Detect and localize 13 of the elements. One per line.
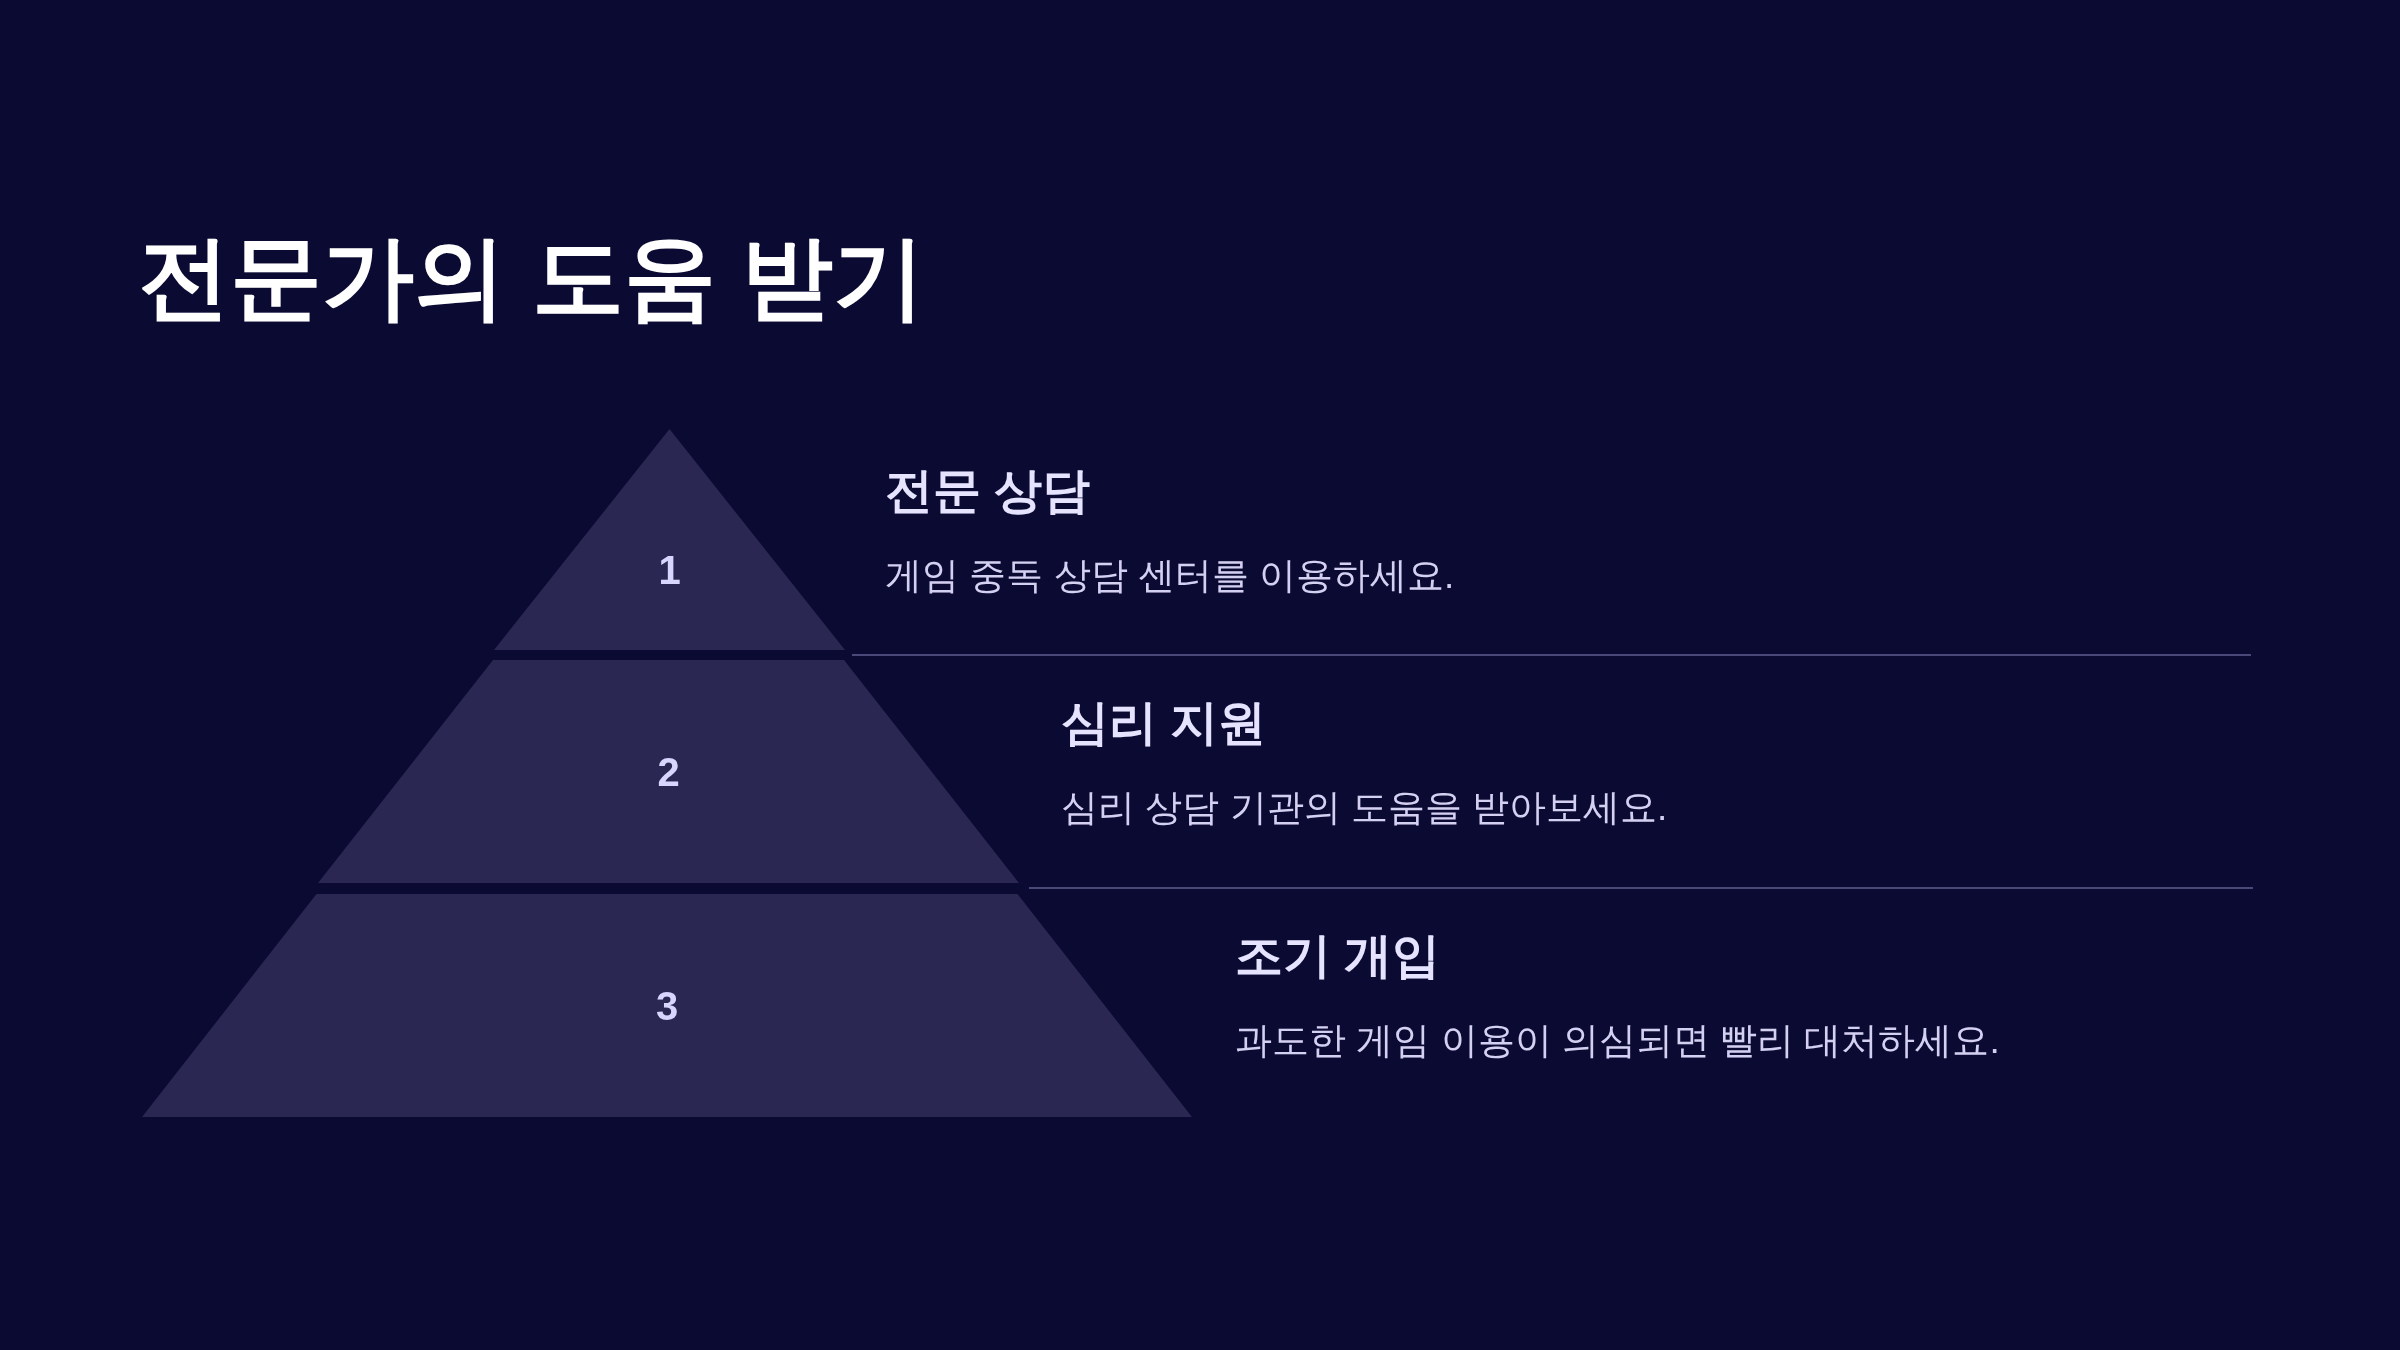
tier-heading: 조기 개입 [1235, 928, 1442, 984]
tier-description: 게임 중독 상담 센터를 이용하세요. [885, 553, 1455, 598]
tier-number: 2 [657, 748, 680, 796]
tier-heading: 심리 지원 [1061, 695, 1268, 751]
tier-description: 과도한 게임 이용이 의심되면 빨리 대처하세요. [1235, 1018, 2000, 1063]
tier-number: 1 [658, 546, 681, 594]
tier-description: 심리 상담 기관의 도움을 받아보세요. [1061, 785, 1668, 830]
pyramid-tier [142, 894, 1192, 1117]
tier-heading: 전문 상담 [885, 463, 1092, 519]
tier-number: 3 [655, 982, 679, 1030]
title: 전문가의 도움 받기 [138, 225, 926, 330]
pyramid-top-tier [494, 429, 845, 650]
pyramid-tier [318, 660, 1019, 883]
